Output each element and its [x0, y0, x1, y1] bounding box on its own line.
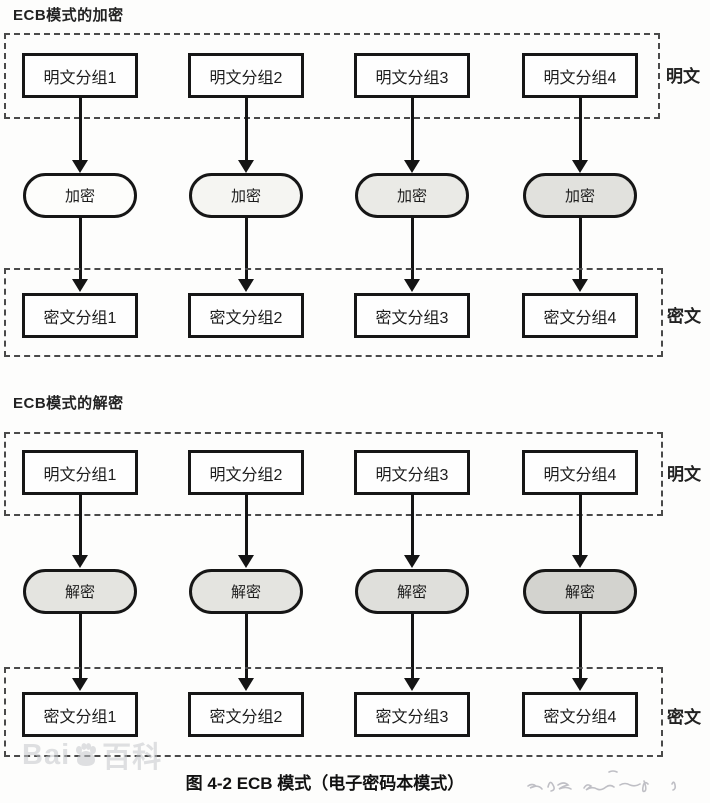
arrow-down	[572, 614, 588, 691]
decrypt-process-node-2: 解密	[189, 569, 303, 614]
arrowhead-icon	[404, 678, 420, 691]
arrow-shaft	[244, 216, 248, 281]
encrypt-process-node-1: 加密	[23, 173, 137, 218]
enc-plaintext-block-1: 明文分组1	[22, 53, 138, 98]
enc-plaintext-block-2: 明文分组2	[188, 53, 304, 98]
decryption-plaintext-region	[4, 432, 663, 516]
arrow-shaft	[410, 614, 414, 680]
arrow-shaft	[78, 97, 82, 162]
arrow-shaft	[244, 494, 248, 557]
dec-ciphertext-block-2: 密文分组2	[188, 692, 304, 737]
dec-ciphertext-block-3: 密文分组3	[354, 692, 470, 737]
arrowhead-icon	[238, 678, 254, 691]
arrow-down	[238, 216, 254, 292]
encryption-plaintext-side-label: 明文	[666, 67, 700, 86]
arrow-down	[572, 216, 588, 292]
encryption-ciphertext-region	[4, 268, 663, 357]
arrow-down	[238, 494, 254, 568]
arrowhead-icon	[238, 279, 254, 292]
arrowhead-icon	[572, 279, 588, 292]
arrow-down	[238, 614, 254, 691]
encrypt-process-node-4: 加密	[523, 173, 637, 218]
arrow-shaft	[78, 216, 82, 281]
enc-plaintext-block-3: 明文分组3	[354, 53, 470, 98]
dec-ciphertext-block-1: 密文分组1	[22, 692, 138, 737]
arrowhead-icon	[72, 160, 88, 173]
arrow-shaft	[410, 494, 414, 557]
arrow-shaft	[244, 97, 248, 162]
decryption-plaintext-side-label: 明文	[667, 465, 701, 484]
arrow-down	[72, 97, 88, 173]
arrowhead-icon	[404, 279, 420, 292]
arrow-down	[404, 216, 420, 292]
enc-ciphertext-block-3: 密文分组3	[354, 293, 470, 338]
arrowhead-icon	[572, 678, 588, 691]
arrow-down	[238, 97, 254, 173]
encrypt-process-node-2: 加密	[189, 173, 303, 218]
arrow-down	[72, 494, 88, 568]
arrowhead-icon	[572, 160, 588, 173]
arrow-shaft	[578, 97, 582, 162]
arrow-down	[404, 494, 420, 568]
arrow-shaft	[578, 494, 582, 557]
arrow-down	[404, 614, 420, 691]
encrypt-process-node-3: 加密	[355, 173, 469, 218]
arrow-shaft	[78, 614, 82, 680]
arrow-down	[572, 97, 588, 173]
decryption-ciphertext-side-label: 密文	[667, 708, 701, 727]
arrowhead-icon	[72, 555, 88, 568]
arrow-down	[572, 494, 588, 568]
arrowhead-icon	[238, 555, 254, 568]
dec-plaintext-block-3: 明文分组3	[354, 450, 470, 495]
arrowhead-icon	[72, 678, 88, 691]
arrowhead-icon	[572, 555, 588, 568]
dec-ciphertext-block-4: 密文分组4	[522, 692, 638, 737]
arrowhead-icon	[238, 160, 254, 173]
arrow-shaft	[410, 97, 414, 162]
arrow-shaft	[410, 216, 414, 281]
arrowhead-icon	[72, 279, 88, 292]
enc-ciphertext-block-2: 密文分组2	[188, 293, 304, 338]
arrow-down	[72, 614, 88, 691]
arrow-shaft	[244, 614, 248, 680]
pencil-scribble	[524, 764, 694, 803]
arrow-shaft	[578, 216, 582, 281]
dec-plaintext-block-2: 明文分组2	[188, 450, 304, 495]
enc-ciphertext-block-1: 密文分组1	[22, 293, 138, 338]
decryption-section-title: ECB模式的解密	[13, 395, 124, 412]
enc-ciphertext-block-4: 密文分组4	[522, 293, 638, 338]
encryption-section-title: ECB模式的加密	[13, 7, 124, 24]
decrypt-process-node-1: 解密	[23, 569, 137, 614]
decrypt-process-node-4: 解密	[523, 569, 637, 614]
arrow-shaft	[78, 494, 82, 557]
arrowhead-icon	[404, 160, 420, 173]
decrypt-process-node-3: 解密	[355, 569, 469, 614]
decryption-ciphertext-region	[4, 667, 663, 757]
arrow-down	[404, 97, 420, 173]
figure-caption: 图 4-2 ECB 模式（电子密码本模式）	[185, 774, 465, 793]
encryption-plaintext-region	[4, 33, 660, 119]
arrow-down	[72, 216, 88, 292]
dec-plaintext-block-4: 明文分组4	[522, 450, 638, 495]
arrowhead-icon	[404, 555, 420, 568]
encryption-ciphertext-side-label: 密文	[667, 307, 701, 326]
enc-plaintext-block-4: 明文分组4	[522, 53, 638, 98]
arrow-shaft	[578, 614, 582, 680]
dec-plaintext-block-1: 明文分组1	[22, 450, 138, 495]
